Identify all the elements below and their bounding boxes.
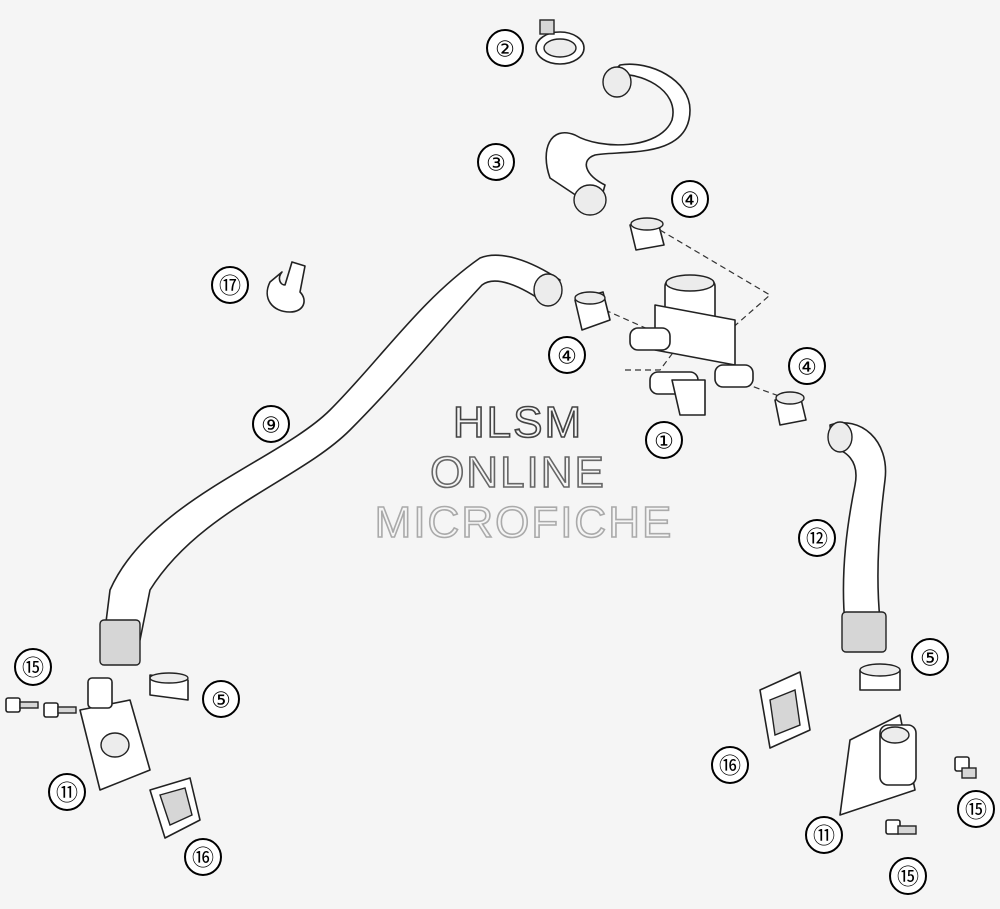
- callout-5-right-label: ⑤: [920, 646, 940, 671]
- callout-15-right-lower[interactable]: ⑮: [889, 857, 927, 895]
- part-valve-body[interactable]: [629, 274, 754, 416]
- part-bolt-right-2[interactable]: [885, 819, 917, 835]
- leader-lines: [604, 229, 791, 401]
- callout-12[interactable]: ⑫: [798, 519, 836, 557]
- callout-15-left[interactable]: ⑮: [14, 648, 52, 686]
- callout-12-label: ⑫: [806, 527, 828, 552]
- callout-5-left-label: ⑤: [211, 688, 231, 713]
- callout-4-right-label: ④: [797, 355, 817, 380]
- callout-11-right-label: ⑪: [813, 824, 835, 849]
- callout-15-right-lower-label: ⑮: [897, 865, 919, 890]
- callout-9-label: ⑨: [261, 413, 281, 438]
- callout-4-top-label: ④: [680, 188, 700, 213]
- part-reed-cover-left[interactable]: [79, 677, 151, 791]
- part-bolt-left-2[interactable]: [43, 702, 77, 718]
- callout-16-right[interactable]: ⑯: [711, 746, 749, 784]
- callout-2-label: ②: [495, 37, 515, 62]
- callout-16-right-label: ⑯: [719, 754, 741, 779]
- watermark-line-2: ONLINE: [430, 448, 606, 497]
- watermark-line-1: HLSM: [453, 398, 583, 447]
- callout-2[interactable]: ②: [486, 29, 524, 67]
- part-reed-cover-right[interactable]: [839, 714, 917, 816]
- part-long-hose[interactable]: [99, 254, 563, 666]
- part-clamp-ring-right[interactable]: [774, 391, 807, 426]
- part-hose-12[interactable]: [827, 421, 887, 653]
- callout-15-right-upper[interactable]: ⑮: [957, 790, 995, 828]
- callout-1[interactable]: ①: [645, 421, 683, 459]
- part-reed-valve-right[interactable]: [759, 671, 811, 749]
- callout-5-left[interactable]: ⑤: [202, 680, 240, 718]
- part-bolt-right-1[interactable]: [954, 756, 977, 779]
- callout-15-left-label: ⑮: [22, 656, 44, 681]
- callout-3-label: ③: [486, 151, 506, 176]
- callout-17[interactable]: ⑰: [211, 266, 249, 304]
- part-clamp-ring-upper[interactable]: [629, 217, 665, 251]
- part-clamp-ring-left[interactable]: [149, 672, 189, 701]
- callout-17-label: ⑰: [219, 274, 241, 299]
- callout-9[interactable]: ⑨: [252, 405, 290, 443]
- watermark-line-3: MICROFICHE: [375, 498, 674, 547]
- callout-4-middle[interactable]: ④: [548, 336, 586, 374]
- callout-11-left[interactable]: ⑪: [48, 773, 86, 811]
- callout-4-right[interactable]: ④: [788, 347, 826, 385]
- callout-11-right[interactable]: ⑪: [805, 816, 843, 854]
- part-hose-clamp[interactable]: [535, 19, 585, 65]
- part-clamp-ring-lower-right[interactable]: [859, 663, 901, 691]
- callout-5-right[interactable]: ⑤: [911, 638, 949, 676]
- callout-11-left-label: ⑪: [56, 781, 78, 806]
- callout-3[interactable]: ③: [477, 143, 515, 181]
- part-bolt-left-1[interactable]: [5, 697, 39, 713]
- callout-16-left[interactable]: ⑯: [184, 838, 222, 876]
- callout-4-top[interactable]: ④: [671, 180, 709, 218]
- part-hose-holder-clip[interactable]: [266, 261, 306, 313]
- callout-15-right-upper-label: ⑮: [965, 798, 987, 823]
- part-reed-valve-left[interactable]: [149, 777, 201, 839]
- callout-16-left-label: ⑯: [192, 846, 214, 871]
- part-clamp-ring-middle[interactable]: [574, 291, 611, 331]
- watermark: HLSM ONLINE MICROFICHE: [374, 397, 674, 548]
- part-hose-3[interactable]: [545, 63, 691, 216]
- callout-1-label: ①: [654, 429, 674, 454]
- callout-4-middle-label: ④: [557, 344, 577, 369]
